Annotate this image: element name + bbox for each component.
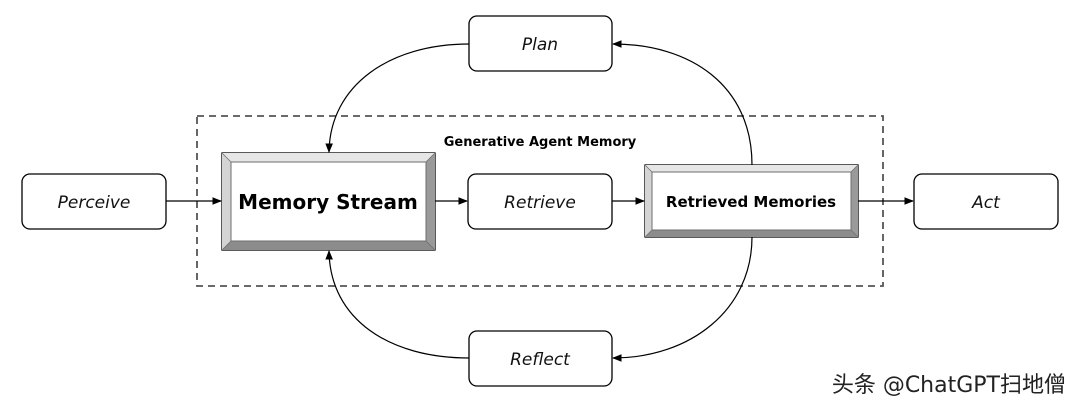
group-label: Generative Agent Memory <box>444 135 637 150</box>
node-plan-label: Plan <box>522 35 558 55</box>
node-plan: Plan <box>468 15 613 72</box>
edge-retrieved-memories-to-reflect <box>612 236 753 362</box>
node-retrieve-label: Retrieve <box>504 193 576 213</box>
node-perceive-label: Perceive <box>58 193 131 213</box>
node-memory-stream: Memory Stream <box>221 152 436 251</box>
edge-retrieved-memories-to-plan <box>612 40 753 166</box>
node-act-label: Act <box>971 193 1001 213</box>
node-reflect: Reflect <box>468 330 613 387</box>
node-perceive: Perceive <box>21 173 167 230</box>
edge-plan-to-memory-stream <box>325 43 470 153</box>
watermark: 头条 @ChatGPT扫地僧 <box>832 373 1066 398</box>
node-act: Act <box>913 173 1059 230</box>
node-retrieved-memories: Retrieved Memories <box>644 164 859 238</box>
node-memory-stream-label: Memory Stream <box>238 190 418 214</box>
edge-reflect-to-memory-stream <box>325 250 470 359</box>
node-retrieved-memories-label: Retrieved Memories <box>666 193 836 211</box>
node-reflect-label: Reflect <box>510 350 571 370</box>
node-retrieve: Retrieve <box>467 173 613 230</box>
